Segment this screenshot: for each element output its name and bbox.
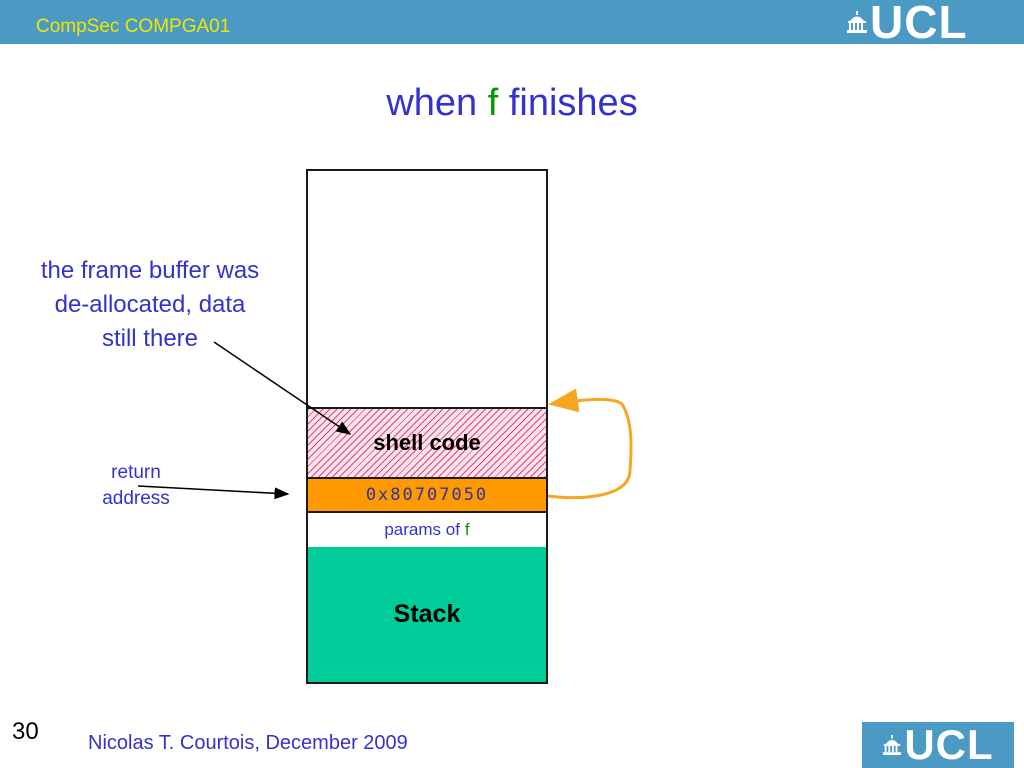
ucl-logo-footer: UCL (862, 722, 1014, 768)
shell-code-label: shell code (373, 430, 481, 455)
return-loop-arrow (547, 388, 633, 500)
params-label: params of (384, 520, 460, 539)
return-callout-line-1: return (111, 462, 161, 483)
shell-code-segment: shell code (308, 409, 546, 479)
title-suffix: finishes (508, 82, 638, 124)
course-label: CompSec COMPGA01 (36, 16, 231, 37)
return-address-segment: 0x80707050 (308, 479, 546, 513)
buffer-callout-line-3: still there (101, 325, 199, 352)
stack-label: Stack (393, 600, 461, 628)
empty-region (308, 171, 546, 409)
stack-diagram: shell code 0x80707050 params of f Stack (306, 169, 548, 684)
ucl-logo-footer-text: UCL (904, 721, 994, 768)
buffer-callout: the frame buffer was de-allocated, data … (10, 254, 290, 356)
return-address-callout: return address (86, 460, 186, 512)
stack-segment: Stack (308, 547, 546, 682)
title-prefix: when (386, 82, 478, 124)
slide-title: when f finishes (0, 82, 1024, 125)
author-footer: Nicolas T. Courtois, December 2009 (88, 732, 408, 754)
ucl-portico-icon (883, 735, 902, 755)
header-bar: CompSec COMPGA01 UCL (0, 0, 1024, 48)
buffer-callout-line-1: the frame buffer was (40, 257, 260, 284)
ucl-logo-text: UCL (870, 0, 968, 48)
return-address-value: 0x80707050 (365, 485, 489, 505)
params-segment: params of f (308, 513, 546, 547)
title-function-name: f (487, 82, 499, 124)
ucl-logo: UCL (846, 0, 968, 48)
return-callout-line-2: address (102, 488, 170, 509)
ucl-portico-icon (847, 11, 867, 33)
params-function-name: f (464, 520, 470, 539)
buffer-callout-line-2: de-allocated, data (54, 291, 246, 318)
page-number: 30 (12, 718, 39, 745)
